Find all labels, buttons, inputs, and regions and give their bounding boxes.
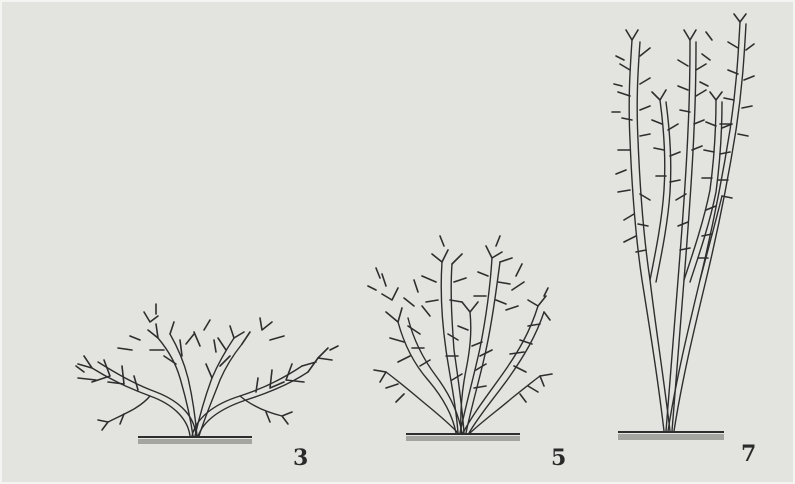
plant-5 [368,236,552,433]
plant-3 [76,304,338,436]
ground-line-3 [138,437,252,444]
ground-line-5 [406,434,520,441]
plant-label-3: 3 [293,447,308,469]
plant-7 [612,14,754,431]
plant-label-5: 5 [551,447,566,469]
plant-label-7: 7 [741,443,756,465]
ground-line-7 [618,432,724,440]
